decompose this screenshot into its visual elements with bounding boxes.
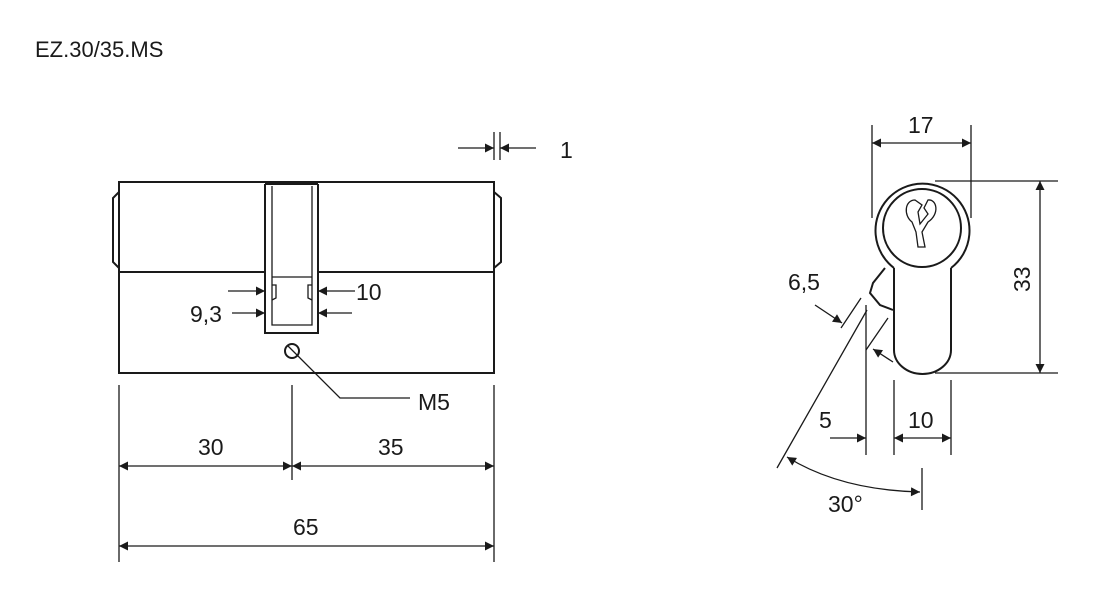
profile-body: [893, 268, 952, 375]
keyway: [905, 199, 937, 248]
dim-gap: 1: [560, 137, 573, 163]
dim-screw: M5: [418, 389, 450, 415]
angle-arc: [786, 456, 921, 497]
profile-outer-ring: [874, 182, 971, 269]
m5-leader: [287, 345, 410, 399]
dim-cam-offset: 5: [819, 407, 832, 433]
dim-angle: 30°: [828, 491, 863, 517]
drawing-title: EZ.30/35.MS: [35, 37, 163, 62]
dim-right-length: 35: [378, 434, 404, 460]
cylinder-front-view: 17 33 6,5 5 10 30°: [776, 112, 1058, 517]
dim-cam-inner: 9,3: [190, 301, 222, 327]
dim-left-length: 30: [198, 434, 224, 460]
cylinder-side-view: M5 1 10 9,3 30 35 65: [112, 132, 573, 562]
dim-height: 33: [1009, 266, 1035, 292]
left-end-cap: [112, 191, 120, 269]
dim-cam-width: 10: [356, 279, 382, 305]
dim-total-length: 65: [293, 514, 319, 540]
profile-plug: [882, 188, 962, 268]
dim-cam-thickness: 6,5: [788, 269, 820, 295]
cam-slot: [264, 184, 319, 334]
screw-hole: [284, 343, 300, 359]
dim-body-width: 10: [908, 407, 934, 433]
cam: [868, 267, 894, 311]
right-end-cap: [493, 191, 502, 269]
dim-width: 17: [908, 112, 934, 138]
